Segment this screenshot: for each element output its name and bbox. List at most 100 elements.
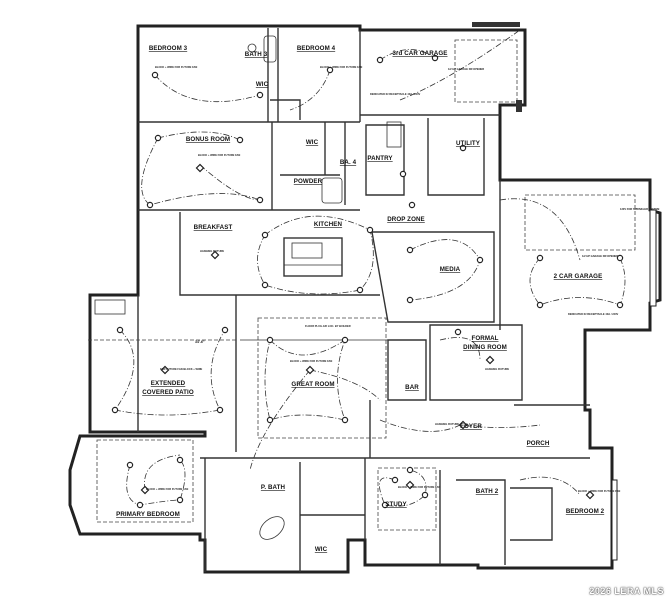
- light-fixture-icon: [341, 416, 349, 424]
- room-label-patio2: COVERED PATIO: [142, 389, 194, 396]
- light-fixture-icon: [376, 56, 384, 64]
- light-fixture-icon: [616, 254, 624, 262]
- note-greatroom: BLOCK + WIRE FOR FUTURE FAN: [290, 359, 332, 363]
- light-fixture-icon: [221, 326, 229, 334]
- light-fixture-icon: [216, 406, 224, 414]
- light-fixture-icon: [431, 54, 439, 62]
- light-fixture-icon: [326, 66, 334, 74]
- fan-box-icon: [485, 355, 495, 365]
- fan-box-icon: [458, 420, 468, 430]
- light-fixture-icon: [399, 170, 407, 178]
- note-patio: FOR FUTURE FAN BLOCK + WIRE: [160, 367, 203, 371]
- room-label-primary: PRIMARY BEDROOM: [116, 511, 180, 518]
- light-fixture-icon: [341, 336, 349, 344]
- note-foyer: HANGING FIXTURE: [435, 422, 459, 426]
- dashed-outlines: [88, 39, 636, 531]
- room-label-bonus: BONUS ROOM: [186, 136, 230, 143]
- interior-walls: [137, 28, 590, 572]
- light-fixture-icon: [266, 416, 274, 424]
- note-garage3-recept: DEDICATED 6# RECEPTACLE 40A / 240V: [370, 92, 421, 96]
- fan-box-icon: [585, 490, 595, 500]
- fan-box-icon: [195, 163, 205, 173]
- light-fixture-icon: [536, 301, 544, 309]
- watermark: 2026 LERA MLS: [589, 586, 664, 596]
- light-fixture-icon: [111, 406, 119, 414]
- room-label-ba4: BA. 4: [340, 159, 357, 166]
- note-breakfast: HANGING FIXTURE: [200, 249, 224, 253]
- note-sprinkler: 120V FOR SPRINKLER SYSTEM: [620, 207, 659, 211]
- light-fixture-icon: [261, 231, 269, 239]
- note-bonus: BLOCK + WIRE FOR FUTURE FAN: [198, 153, 240, 157]
- fan-box-icon: [305, 365, 315, 375]
- light-fixture-icon: [406, 246, 414, 254]
- light-fixture-icon: [408, 201, 416, 209]
- light-fixture-icon: [136, 501, 144, 509]
- light-fixture-icon: [476, 256, 484, 264]
- light-fixture-icon: [536, 254, 544, 262]
- room-label-greatroom: GREAT ROOM: [291, 381, 334, 388]
- note-bedroom3: BLOCK + WIRE FOR FUTURE FAN: [155, 65, 197, 69]
- light-fixture-icon: [256, 196, 264, 204]
- room-label-foyer: FOYER: [460, 423, 482, 430]
- room-label-patio1: EXTENDED: [151, 380, 186, 387]
- room-label-bar: BAR: [405, 384, 419, 391]
- room-label-utility: UTILITY: [456, 140, 481, 147]
- light-fixture-icon: [154, 134, 162, 142]
- room-label-formal: FORMAL: [471, 335, 498, 342]
- room-label-dining: DINING ROOM: [463, 344, 507, 351]
- light-fixture-icon: [381, 501, 389, 509]
- room-label-pbath: P. BATH: [261, 484, 286, 491]
- note-floorplug: FLOOR PLUG-GFI LOC. BY BUILDER: [305, 324, 351, 328]
- light-fixture-icon: [256, 91, 264, 99]
- light-fixture-icon: [151, 71, 159, 79]
- kitchen-island: [283, 237, 343, 277]
- room-label-bath2: BATH 2: [476, 488, 499, 495]
- light-fixture-icon: [366, 226, 374, 234]
- light-fixture-icon: [266, 336, 274, 344]
- note-bedroom2: BLOCK + WIRE FOR FUTURE FAN: [578, 489, 620, 493]
- light-fixture-icon: [616, 301, 624, 309]
- light-fixture-icon: [356, 286, 364, 294]
- light-fixture-icon: [116, 326, 124, 334]
- room-label-wic_up: WIC: [256, 81, 269, 88]
- room-label-breakfast: BREAKFAST: [194, 224, 233, 231]
- room-label-bedroom3: BEDROOM 3: [149, 45, 188, 52]
- fan-box-icon: [405, 480, 415, 490]
- room-label-pantry: PANTRY: [367, 155, 393, 162]
- room-label-wic_mid: WIC: [306, 139, 319, 146]
- room-label-bedroom2: BEDROOM 2: [566, 508, 605, 515]
- room-label-dropzone: DROP ZONE: [387, 216, 425, 223]
- room-label-bedroom4: BEDROOM 4: [297, 45, 336, 52]
- fan-box-icon: [140, 485, 150, 495]
- exterior-walls: [68, 24, 662, 574]
- room-label-garage3: 3rd CAR GARAGE: [392, 50, 447, 57]
- note-dining: HANGING FIXTURE: [485, 367, 509, 371]
- room-labels: BEDROOM 3 BATH 3 BEDROOM 4 3rd CAR GARAGE WI…: [116, 45, 605, 553]
- light-fixture-icon: [391, 476, 399, 484]
- electrical-notes: BLOCK + WIRE FOR FUTURE FAN BLOCK + WIRE…: [146, 65, 659, 493]
- garage-doors: [472, 22, 657, 561]
- room-label-powder: POWDER: [294, 178, 323, 185]
- light-fixture-icon: [421, 491, 429, 499]
- plumbing-fixtures: [94, 35, 402, 540]
- light-fixture-icon: [146, 201, 154, 209]
- note-primary: BLOCK + WIRE FOR FUTURE FAN: [146, 487, 188, 491]
- room-label-kitchen: KITCHEN: [314, 221, 343, 228]
- note-garage3-opener: 1/2 HP GARAGE DR OPENER: [448, 67, 484, 71]
- light-fixture-icon: [236, 136, 244, 144]
- light-fixture-icon: [406, 296, 414, 304]
- light-fixture-icon: [126, 461, 134, 469]
- room-label-study: STUDY: [385, 501, 407, 508]
- note-garage2-recept: DEDICATED 6# RECEPTACLE 40A / 240V: [568, 312, 619, 316]
- fan-box-icon: [210, 250, 220, 260]
- room-label-garage2: 2 CAR GARAGE: [554, 273, 603, 280]
- light-fixture-icon: [176, 496, 184, 504]
- room-label-bath3: BATH 3: [245, 51, 268, 58]
- light-fixture-icon: [459, 144, 467, 152]
- dimension-label: 34'-6": [195, 340, 205, 344]
- note-study: BLOCK + WIRE FOR FUTURE FAN: [398, 485, 440, 489]
- light-fixture-icon: [454, 328, 462, 336]
- note-bedroom4: BLOCK + WIRE FOR FUTURE FAN: [320, 65, 362, 69]
- light-fixture-icon: [176, 456, 184, 464]
